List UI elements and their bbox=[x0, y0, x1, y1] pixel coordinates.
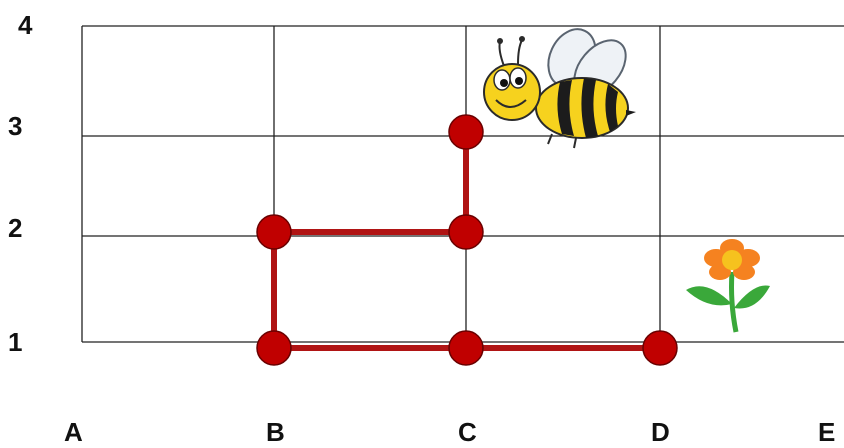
path-point bbox=[448, 114, 484, 150]
row-label-1: 1 bbox=[8, 327, 22, 357]
bee-icon bbox=[483, 28, 636, 149]
col-label-a: A bbox=[64, 417, 83, 447]
row-label-3: 3 bbox=[8, 111, 22, 141]
col-label-e: E bbox=[818, 417, 835, 447]
col-label-d: D bbox=[651, 417, 670, 447]
row-label-4: 4 bbox=[18, 10, 33, 40]
path-point bbox=[256, 330, 292, 366]
path-point bbox=[448, 214, 484, 250]
col-label-c: C bbox=[458, 417, 477, 447]
path-point bbox=[642, 330, 678, 366]
path-point bbox=[448, 330, 484, 366]
bee-path bbox=[256, 114, 678, 366]
row-label-2: 2 bbox=[8, 213, 22, 243]
path-point bbox=[256, 214, 292, 250]
col-label-b: B bbox=[266, 417, 285, 447]
flower-icon bbox=[686, 239, 770, 333]
